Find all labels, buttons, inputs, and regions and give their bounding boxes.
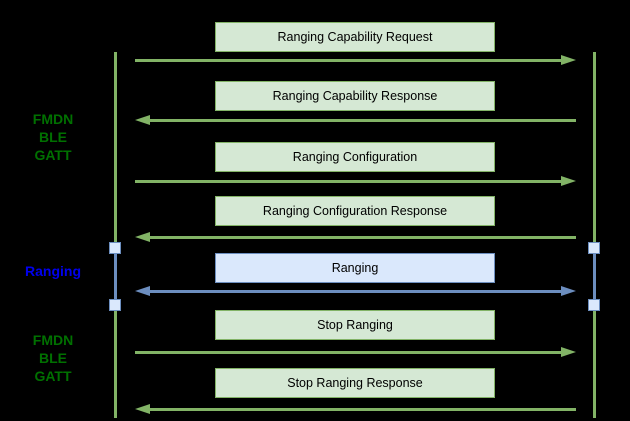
section-label-line: BLE (39, 129, 67, 145)
arrow-shaft (148, 289, 563, 293)
message-label: Stop Ranging Response (287, 376, 423, 390)
arrow-ranging-configuration-response (135, 231, 576, 243)
arrow-ranging-capability-request (135, 54, 576, 66)
message-box-ranging-configuration: Ranging Configuration (215, 142, 495, 172)
arrow-ranging-bidirectional (135, 285, 576, 297)
message-label: Ranging Capability Response (272, 89, 438, 103)
arrow-shaft (135, 179, 563, 183)
arrowhead-right-icon (561, 285, 576, 296)
right-lifeline (588, 52, 600, 418)
section-label-line: FMDN (32, 111, 74, 127)
lifeline-node (109, 242, 121, 254)
section-label-line: GATT (34, 147, 72, 163)
arrow-ranging-configuration (135, 175, 576, 187)
message-label: Ranging Configuration (292, 150, 418, 164)
arrow-shaft (148, 407, 576, 411)
message-box-ranging-configuration-response: Ranging Configuration Response (215, 196, 495, 226)
message-label: Stop Ranging (317, 318, 393, 332)
arrowhead-left-icon (135, 403, 150, 414)
lifeline-blue-segment (114, 248, 117, 306)
lifeline-node (588, 299, 600, 311)
lifeline-blue-segment (593, 248, 596, 306)
message-label: Ranging (331, 261, 379, 275)
arrowhead-left-icon (135, 114, 150, 125)
lifeline-green-segment (114, 52, 117, 418)
lifeline-node (588, 242, 600, 254)
message-label: Ranging Capability Request (277, 30, 433, 44)
arrow-shaft (135, 350, 563, 354)
section-label-fmdn-ble-gatt-top: FMDN BLE GATT (5, 110, 101, 164)
left-lifeline (109, 52, 121, 418)
section-label-fmdn-ble-gatt-bottom: FMDN BLE GATT (5, 331, 101, 385)
message-label: Ranging Configuration Response (262, 204, 448, 218)
section-label-line: BLE (39, 350, 67, 366)
arrowhead-right-icon (561, 346, 576, 357)
arrow-ranging-capability-response (135, 114, 576, 126)
section-label-line: Ranging (25, 263, 81, 279)
arrowhead-left-icon (135, 285, 150, 296)
message-box-ranging-capability-request: Ranging Capability Request (215, 22, 495, 52)
arrowhead-left-icon (135, 231, 150, 242)
section-label-ranging: Ranging (5, 262, 101, 280)
arrow-shaft (135, 58, 563, 62)
message-box-ranging: Ranging (215, 253, 495, 283)
message-box-stop-ranging: Stop Ranging (215, 310, 495, 340)
arrow-stop-ranging (135, 346, 576, 358)
arrow-shaft (148, 118, 576, 122)
message-box-ranging-capability-response: Ranging Capability Response (215, 81, 495, 111)
lifeline-node (109, 299, 121, 311)
section-label-line: GATT (34, 368, 72, 384)
arrowhead-right-icon (561, 54, 576, 65)
arrow-shaft (148, 235, 576, 239)
arrow-stop-ranging-response (135, 403, 576, 415)
lifeline-green-segment (593, 52, 596, 418)
section-label-line: FMDN (32, 332, 74, 348)
arrowhead-right-icon (561, 175, 576, 186)
message-box-stop-ranging-response: Stop Ranging Response (215, 368, 495, 398)
